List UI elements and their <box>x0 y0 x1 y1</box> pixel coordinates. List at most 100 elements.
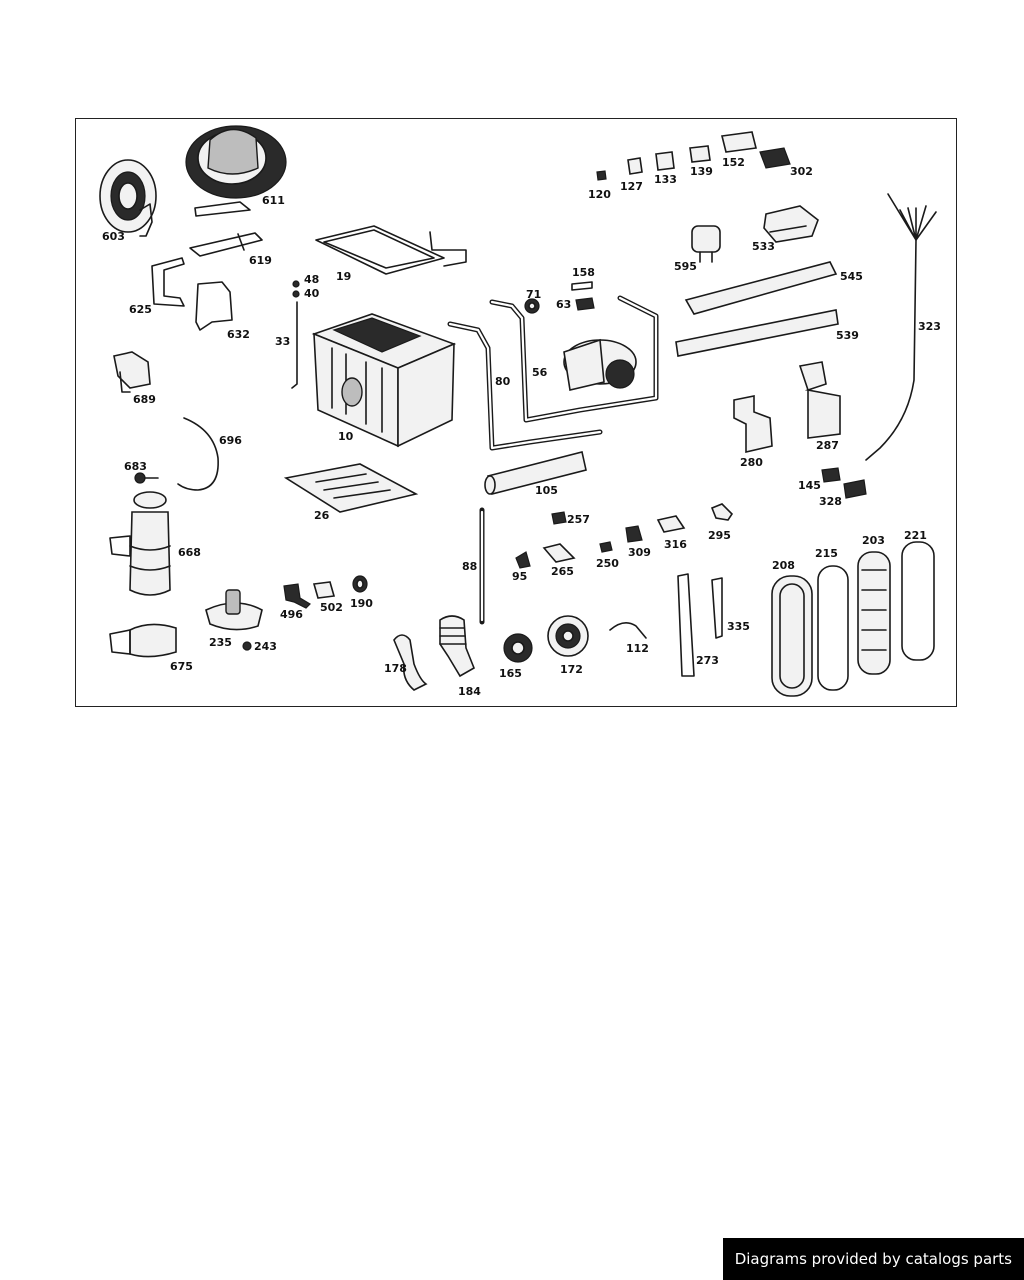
callout-632: 632 <box>227 328 250 341</box>
callout-316: 316 <box>664 538 687 551</box>
part-127-connector[interactable] <box>627 157 643 175</box>
part-172-grommet[interactable] <box>547 615 589 657</box>
callout-683: 683 <box>124 460 147 473</box>
callout-133: 133 <box>654 173 677 186</box>
callout-26: 26 <box>314 509 330 522</box>
part-683-bolt[interactable] <box>134 472 159 484</box>
part-243-nut[interactable] <box>242 641 252 651</box>
part-533-regulator[interactable] <box>763 205 819 243</box>
part-starter-motor[interactable] <box>563 338 637 391</box>
callout-302: 302 <box>790 165 813 178</box>
part-309-clip[interactable] <box>625 525 643 543</box>
callout-273: 273 <box>696 654 719 667</box>
part-48-nut[interactable] <box>292 280 300 288</box>
callout-48: 48 <box>304 273 319 286</box>
part-139-connector[interactable] <box>689 145 711 163</box>
part-120-connector[interactable] <box>596 170 607 181</box>
part-632-plate[interactable] <box>195 281 233 331</box>
callout-533: 533 <box>752 240 775 253</box>
part-625-bracket[interactable] <box>151 257 185 307</box>
part-203-lamp-body[interactable] <box>857 551 891 675</box>
part-26-battery-tray[interactable] <box>283 463 419 513</box>
callout-595: 595 <box>674 260 697 273</box>
callout-19: 19 <box>336 270 351 283</box>
part-619-bracket[interactable] <box>189 232 263 257</box>
part-215-gasket[interactable] <box>817 565 849 691</box>
part-689-connector[interactable] <box>113 351 151 393</box>
callout-603: 603 <box>102 230 125 243</box>
part-595-relay[interactable] <box>691 225 721 263</box>
part-273-strap[interactable] <box>677 573 695 677</box>
part-335-strap[interactable] <box>711 577 723 639</box>
part-257-clip[interactable] <box>551 511 567 525</box>
callout-323: 323 <box>918 320 941 333</box>
part-33-rod[interactable] <box>291 301 298 389</box>
callout-95: 95 <box>512 570 527 583</box>
part-250-nut[interactable] <box>599 541 613 553</box>
callout-127: 127 <box>620 180 643 193</box>
part-112-clip[interactable] <box>609 622 647 639</box>
part-80-cable[interactable] <box>447 321 603 451</box>
part-184-spark-boot[interactable] <box>439 615 476 678</box>
part-502-connector[interactable] <box>312 581 336 599</box>
part-287-bracket[interactable] <box>798 361 841 439</box>
part-265-clip[interactable] <box>542 543 576 563</box>
callout-165: 165 <box>499 667 522 680</box>
part-545-plate[interactable] <box>684 261 838 315</box>
part-158-terminal[interactable] <box>571 281 593 291</box>
part-71-nut[interactable] <box>524 298 540 314</box>
callout-158: 158 <box>572 266 595 279</box>
part-221-gasket[interactable] <box>901 541 935 661</box>
part-323-harness[interactable] <box>865 193 937 461</box>
callout-625: 625 <box>129 303 152 316</box>
callout-243: 243 <box>254 640 277 653</box>
part-696-wire[interactable] <box>177 417 219 491</box>
part-603-horn[interactable] <box>99 159 157 237</box>
part-328-connector[interactable] <box>843 479 867 499</box>
callout-178: 178 <box>384 662 407 675</box>
callout-10: 10 <box>338 430 354 443</box>
part-302-connector[interactable] <box>759 147 791 169</box>
part-675-clamp[interactable] <box>109 623 177 658</box>
part-208-lamp-cover[interactable] <box>771 575 813 697</box>
part-40-washer[interactable] <box>292 290 300 298</box>
callout-40: 40 <box>304 287 320 300</box>
callout-80: 80 <box>495 375 511 388</box>
part-496-switch[interactable] <box>283 583 311 609</box>
part-63-connector[interactable] <box>575 297 595 311</box>
callout-184: 184 <box>458 685 481 698</box>
callout-287: 287 <box>816 439 839 452</box>
part-235-distributor-part[interactable] <box>205 589 263 631</box>
part-56-cable[interactable] <box>489 295 659 423</box>
part-95-clip[interactable] <box>515 551 531 569</box>
callout-172: 172 <box>560 663 583 676</box>
callout-265: 265 <box>551 565 574 578</box>
part-668-ignition-coil[interactable] <box>109 491 171 596</box>
part-165-grommet[interactable] <box>503 633 533 663</box>
callout-145: 145 <box>798 479 821 492</box>
callout-335: 335 <box>727 620 750 633</box>
callout-105: 105 <box>535 484 558 497</box>
callout-619: 619 <box>249 254 272 267</box>
part-539-rail[interactable] <box>675 309 839 357</box>
part-295-boot[interactable] <box>710 503 734 521</box>
part-316-clip[interactable] <box>656 515 686 533</box>
callout-120: 120 <box>588 188 611 201</box>
part-133-connector[interactable] <box>655 151 675 171</box>
callout-71: 71 <box>526 288 541 301</box>
part-280-bracket[interactable] <box>733 395 773 454</box>
part-19-battery-frame[interactable] <box>315 225 467 275</box>
callout-502: 502 <box>320 601 343 614</box>
callout-280: 280 <box>740 456 763 469</box>
part-10-battery[interactable] <box>311 313 457 448</box>
part-105-sleeve[interactable] <box>484 451 587 495</box>
part-152-connector[interactable] <box>721 131 757 153</box>
part-178-boot[interactable] <box>393 634 428 691</box>
part-190-grommet[interactable] <box>352 575 368 593</box>
callout-208: 208 <box>772 559 795 572</box>
part-611-horn[interactable] <box>185 125 287 217</box>
callout-689: 689 <box>133 393 156 406</box>
part-145-connector[interactable] <box>821 467 841 483</box>
credit-badge: Diagrams provided by catalogs parts <box>722 1238 1024 1280</box>
